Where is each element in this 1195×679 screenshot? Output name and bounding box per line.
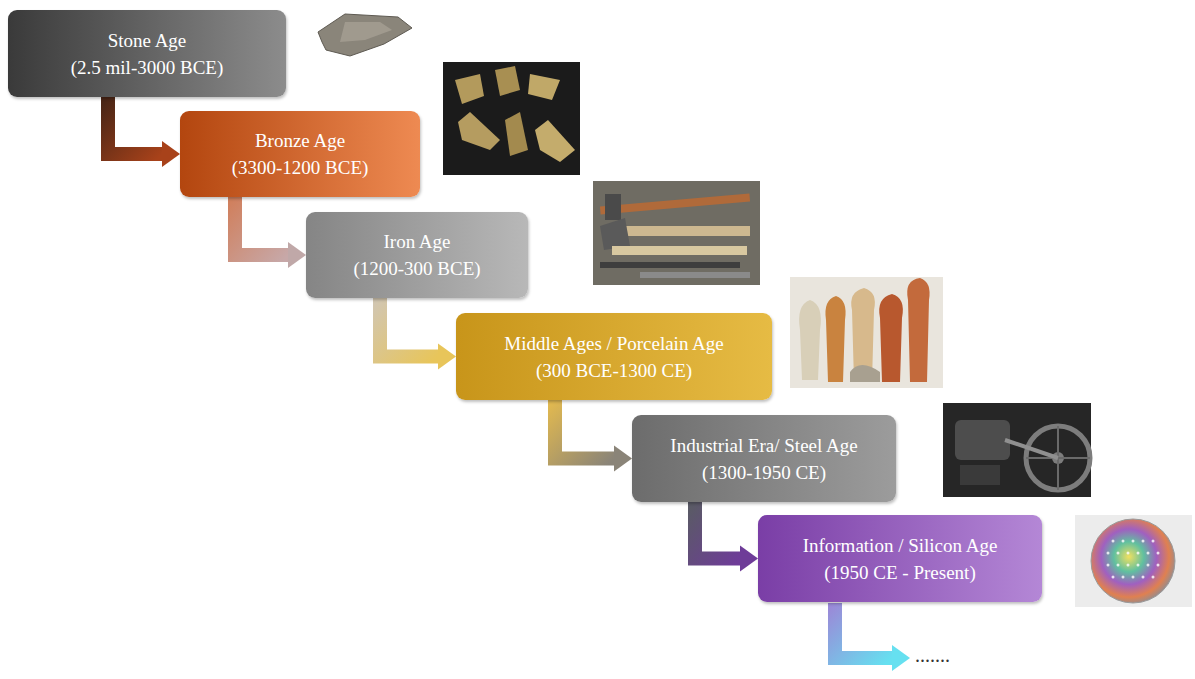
era-name: Industrial Era/ Steel Age: [670, 432, 857, 459]
arrow-head: [438, 344, 456, 370]
continuation-arrow: [835, 603, 910, 671]
arrow-shaft: [235, 197, 288, 255]
era-name: Bronze Age: [255, 127, 345, 154]
era-name: Information / Silicon Age: [803, 532, 998, 559]
arrow-head: [740, 546, 758, 572]
steam-engine-photo: [943, 403, 1091, 497]
era-dates: (1200-300 BCE): [353, 255, 480, 282]
continuation-dots: .......: [915, 644, 950, 667]
era-box: Stone Age(2.5 mil-3000 BCE): [8, 10, 286, 97]
era-box: Information / Silicon Age(1950 CE - Pres…: [758, 515, 1042, 602]
era-dates: (1950 CE - Present): [824, 559, 975, 586]
arrow-head: [288, 242, 306, 268]
era-name: Iron Age: [383, 228, 450, 255]
era-dates: (300 BCE-1300 CE): [536, 357, 692, 384]
era-dates: (3300-1200 BCE): [232, 154, 369, 181]
bronze-tools-photo: [443, 62, 580, 175]
arrow-shaft: [555, 400, 614, 459]
arrow-shaft: [108, 97, 162, 154]
era-box: Iron Age(1200-300 BCE): [306, 212, 528, 298]
era-name: Stone Age: [108, 27, 187, 54]
pottery-photo: [790, 277, 943, 388]
arrow-head: [162, 141, 180, 167]
arrow-connector: [555, 400, 632, 472]
era-dates: (2.5 mil-3000 BCE): [71, 54, 224, 81]
arrow-connector: [380, 298, 456, 370]
arrow-head: [614, 446, 632, 472]
era-dates: (1300-1950 CE): [702, 459, 826, 486]
arrow-shaft: [380, 298, 438, 357]
silicon-wafer-photo: [1075, 515, 1192, 607]
iron-tools-photo: [593, 181, 760, 285]
arrow-connector: [695, 502, 758, 572]
arrow-connector: [235, 197, 306, 268]
era-box: Middle Ages / Porcelain Age(300 BCE-1300…: [456, 313, 772, 400]
era-name: Middle Ages / Porcelain Age: [504, 330, 724, 357]
stone-arrowhead: [318, 14, 412, 56]
era-box: Bronze Age(3300-1200 BCE): [180, 111, 420, 197]
arrow-shaft: [695, 502, 740, 559]
era-box: Industrial Era/ Steel Age(1300-1950 CE): [632, 415, 896, 502]
arrow-connector: [108, 97, 180, 167]
